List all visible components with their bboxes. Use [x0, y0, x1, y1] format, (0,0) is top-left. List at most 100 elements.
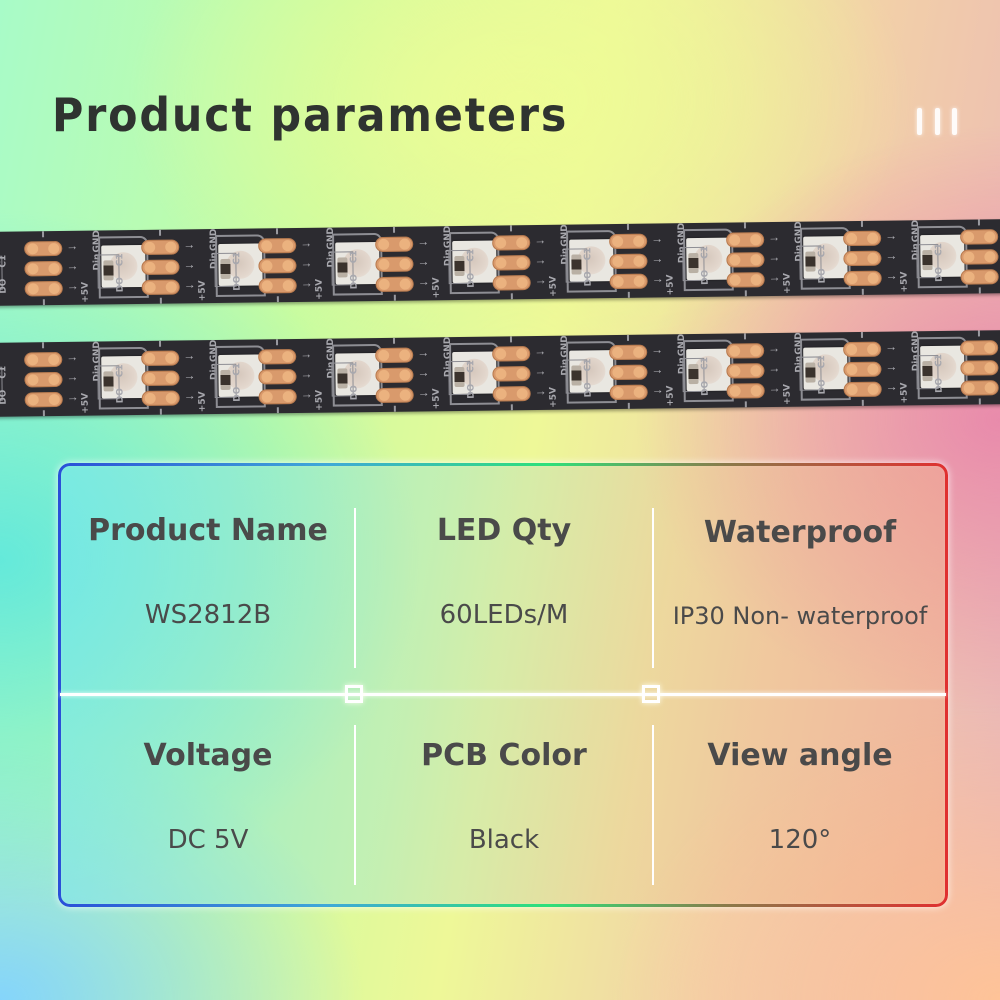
- solder-pad: [843, 250, 882, 267]
- capacitor: [688, 363, 699, 385]
- param-label: Product Name: [88, 513, 328, 548]
- solder-pad: [609, 384, 648, 401]
- solder-pad: [375, 236, 414, 253]
- silkscreen-label: DO: [232, 386, 243, 402]
- solder-pad: [375, 367, 414, 384]
- arrow-icon: →: [651, 382, 664, 397]
- param-label: View angle: [707, 738, 893, 773]
- silkscreen-label: DO: [115, 388, 126, 404]
- cut-mark: [626, 223, 629, 230]
- param-voltage: Voltage DC 5V: [60, 738, 356, 855]
- cut-mark: [276, 407, 279, 414]
- capacitor: [337, 368, 348, 389]
- solder-pad: [141, 350, 180, 366]
- cut-mark: [743, 333, 746, 340]
- cut-mark: [744, 290, 747, 297]
- silkscreen-label: +5V: [197, 391, 208, 413]
- silkscreen-label: DO: [466, 272, 477, 288]
- arrow-icon: →: [66, 238, 79, 253]
- arrow-icon: →: [66, 258, 79, 273]
- arrow-icon: →: [651, 251, 664, 266]
- silkscreen-label: DO: [934, 266, 945, 283]
- silkscreen-label: C1: [232, 362, 243, 376]
- grid-node-square-icon: [642, 685, 660, 703]
- cut-mark: [509, 225, 512, 232]
- silkscreen-label: +5V: [548, 386, 559, 408]
- silkscreen-label: DO: [817, 379, 828, 395]
- param-value: WS2812B: [144, 600, 272, 630]
- silkscreen-label: +5V: [899, 271, 910, 293]
- param-label: PCB Color: [421, 738, 587, 773]
- arrow-icon: →: [183, 368, 196, 383]
- arrow-icon: →: [183, 348, 196, 363]
- arrow-icon: →: [183, 237, 196, 252]
- param-view-angle: View angle 120°: [652, 738, 948, 855]
- cut-mark: [743, 222, 746, 229]
- capacitor: [571, 365, 582, 386]
- cut-mark: [861, 288, 864, 295]
- silkscreen-label: DO: [0, 278, 9, 294]
- silkscreen-label: C1: [700, 356, 711, 370]
- arrow-icon: →: [300, 255, 313, 270]
- param-label: LED Qty: [436, 513, 572, 548]
- arrow-icon: →: [534, 383, 547, 399]
- menu-bars-icon: [917, 108, 957, 138]
- param-value: DC 5V: [167, 825, 249, 855]
- param-label: Voltage: [143, 738, 273, 773]
- param-value: 120°: [768, 825, 832, 855]
- cut-mark: [510, 404, 513, 411]
- solder-pad: [843, 341, 882, 358]
- solder-pad: [375, 256, 414, 273]
- solder-pad: [258, 349, 297, 365]
- silkscreen-label: C1: [817, 244, 828, 258]
- silkscreen-label: C1: [583, 358, 594, 372]
- arrow-icon: →: [417, 274, 430, 289]
- silkscreen-label: C1: [115, 253, 126, 267]
- arrow-icon: →: [768, 380, 781, 396]
- cut-mark: [393, 294, 396, 301]
- cut-mark: [392, 337, 395, 344]
- grid-divider-horizontal: [60, 693, 946, 696]
- capacitor: [103, 260, 114, 281]
- param-pcb-color: PCB Color Black: [356, 738, 652, 855]
- silkscreen-label: C1: [583, 247, 594, 261]
- arrow-icon: →: [66, 369, 79, 384]
- menu-bar: [934, 108, 940, 135]
- solder-pad: [258, 258, 297, 274]
- silkscreen-label: +5V: [548, 275, 559, 297]
- grid-divider: [652, 725, 654, 885]
- silkscreen-label: +5V: [80, 392, 91, 414]
- arrow-icon: →: [300, 386, 313, 401]
- cut-mark: [510, 293, 513, 300]
- cut-mark: [275, 228, 278, 235]
- solder-pad: [843, 230, 882, 247]
- cut-mark: [275, 339, 278, 346]
- arrow-icon: →: [417, 385, 430, 400]
- silkscreen-label: +5V: [431, 277, 442, 299]
- arrow-icon: →: [885, 339, 898, 354]
- cut-mark: [41, 342, 44, 349]
- capacitor: [922, 250, 933, 271]
- silkscreen-label: DO: [232, 275, 243, 291]
- silkscreen-label: +5V: [665, 385, 676, 407]
- arrow-icon: →: [885, 248, 898, 263]
- menu-bar: [917, 108, 922, 135]
- arrow-icon: →: [885, 379, 898, 394]
- cut-mark: [158, 340, 161, 347]
- solder-pad: [24, 240, 63, 257]
- capacitor: [220, 369, 231, 390]
- solder-pad: [258, 369, 297, 385]
- parameters-panel: Product Name WS2812B LED Qty 60LEDs/M Wa…: [58, 463, 948, 907]
- solder-pad: [24, 280, 63, 297]
- param-value: IP30 Non- waterproof: [672, 602, 928, 630]
- solder-pad: [726, 232, 765, 248]
- cut-mark: [860, 331, 863, 338]
- silkscreen-label: C1: [349, 250, 360, 264]
- arrow-icon: →: [417, 234, 430, 249]
- solder-pad: [843, 361, 882, 378]
- panel-glow-border: [58, 463, 948, 907]
- cut-mark: [978, 398, 981, 405]
- silkscreen-label: +5V: [782, 273, 793, 294]
- arrow-icon: →: [183, 257, 196, 272]
